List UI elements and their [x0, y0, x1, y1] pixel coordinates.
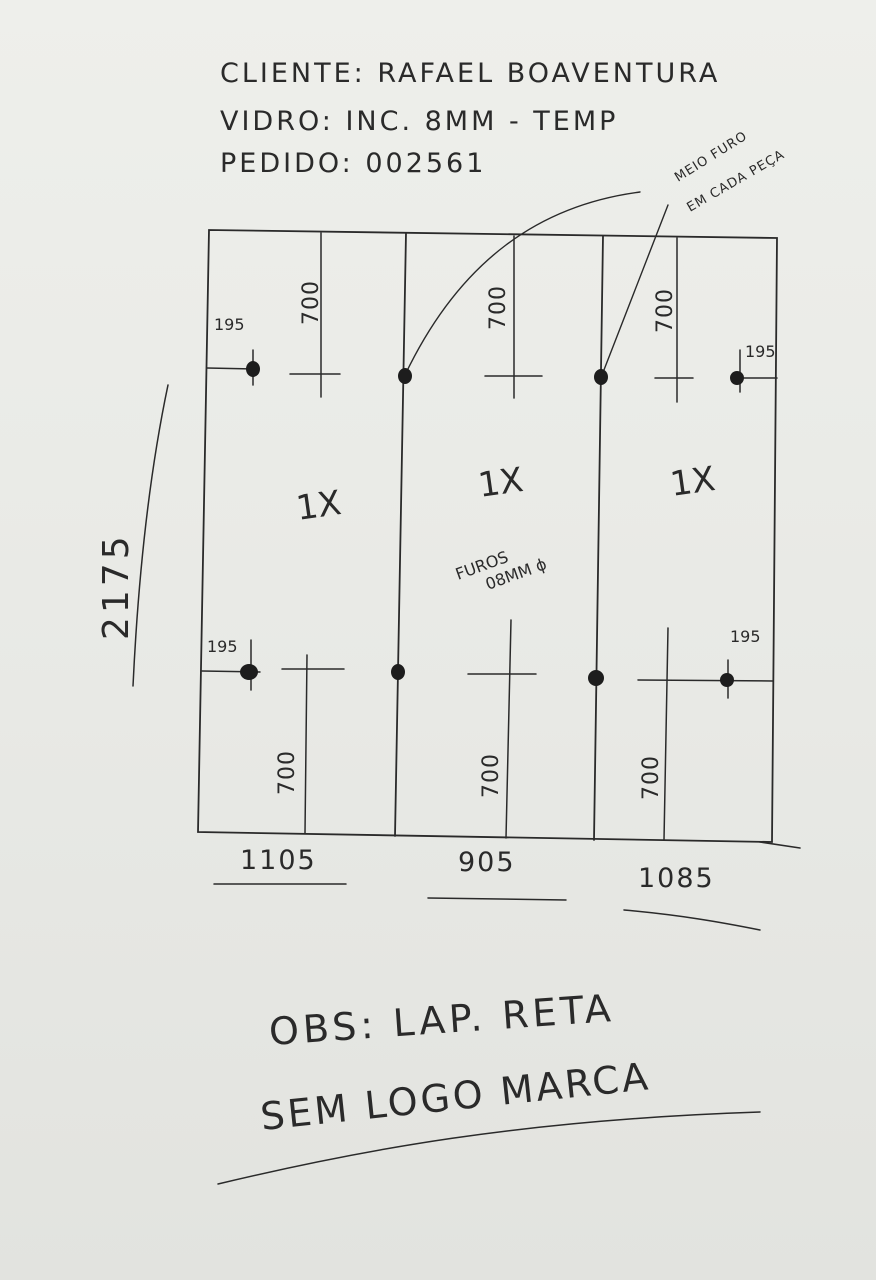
hole-marker — [588, 670, 604, 686]
guide-v-left-bottom-700 — [304, 654, 308, 834]
hole-marker — [246, 361, 260, 377]
divider-line-2 — [593, 235, 604, 841]
header-pedido: PEDIDO: 002561 — [220, 148, 486, 179]
obs-line1: OBS: LAP. RETA — [268, 986, 616, 1054]
dim-195-left-top: 195 — [214, 315, 245, 334]
dim-195-right-top: 195 — [745, 342, 776, 361]
hole-marker — [720, 673, 734, 687]
guide-v-mid-bottom — [505, 619, 512, 839]
dim-700-left-bottom: 700 — [275, 750, 300, 795]
quantity-panel-1: 1X — [294, 483, 344, 529]
dim-195-right-bottom: 195 — [730, 627, 761, 646]
hole-marker — [594, 369, 608, 385]
dim-700-right-top: 700 — [653, 288, 678, 333]
guide-v-right-bottom — [663, 627, 669, 841]
obs-line2: SEM LOGO MARCA — [258, 1054, 652, 1139]
quantity-panel-3: 1X — [668, 459, 718, 505]
width-line-2 — [427, 897, 567, 901]
header-cliente: CLIENTE: RAFAEL BOAVENTURA — [220, 58, 720, 89]
dim-700-mid-bottom: 700 — [479, 753, 504, 798]
divider-line-1 — [394, 232, 407, 837]
leader-line-left — [404, 191, 641, 376]
hole-marker — [730, 371, 744, 385]
width-line-3 — [623, 909, 761, 931]
dim-700-right-bottom: 700 — [639, 755, 664, 800]
dim-195-left-bottom: 195 — [207, 637, 238, 656]
dim-700-mid-top: 700 — [486, 285, 511, 330]
width-label-3: 1085 — [638, 863, 715, 894]
width-label-1: 1105 — [240, 845, 317, 876]
hole-marker — [398, 368, 412, 384]
header-vidro: VIDRO: INC. 8MM - TEMP — [220, 106, 618, 137]
height-label: 2175 — [96, 532, 137, 640]
height-dimension-line — [132, 384, 169, 687]
guide-h-right-bottom — [637, 679, 774, 682]
hole-marker — [391, 664, 405, 680]
outline-bottom-extension — [759, 841, 801, 849]
leader-line-right — [601, 204, 669, 376]
hole-marker — [240, 664, 258, 680]
dim-700-left-top: 700 — [299, 280, 324, 325]
glass-outline — [197, 229, 778, 843]
obs-underline — [217, 1111, 761, 1185]
width-label-2: 905 — [458, 847, 516, 878]
quantity-panel-2: 1X — [476, 460, 526, 506]
